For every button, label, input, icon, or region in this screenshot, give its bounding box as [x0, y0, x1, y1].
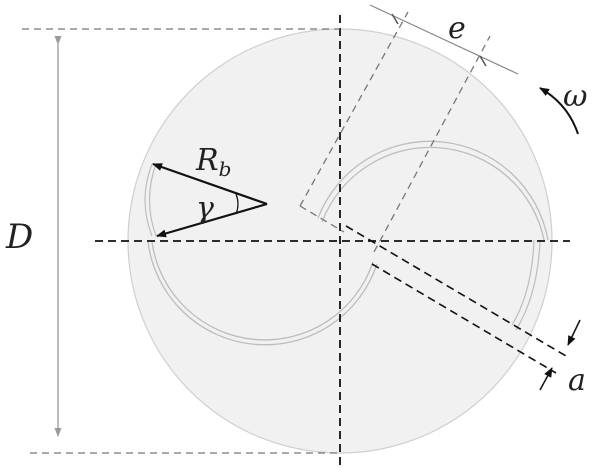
angle-arc — [235, 193, 239, 215]
gap-label: a — [568, 363, 586, 398]
lower-blade — [147, 241, 378, 346]
blade-radius-symbol: R — [195, 143, 219, 178]
angular-velocity-label: ω — [563, 79, 587, 114]
diameter-dimension — [22, 28, 340, 454]
diameter-label: D — [5, 217, 33, 257]
blade-angle-lines — [152, 162, 268, 238]
gap-lines — [345, 225, 567, 374]
center-axes — [95, 15, 570, 470]
blade-angle-label: γ — [196, 191, 214, 226]
rotation-arrow-icon — [539, 87, 579, 135]
offset-dimension — [369, 4, 519, 75]
blade-radius-subscript: b — [219, 157, 232, 181]
gap-dimension — [539, 319, 581, 391]
right-blade-edge — [511, 239, 541, 331]
blade-radius-label: Rb — [195, 143, 231, 181]
offset-label: e — [448, 11, 466, 46]
upper-blade — [317, 140, 549, 241]
offset-construction — [299, 11, 491, 253]
